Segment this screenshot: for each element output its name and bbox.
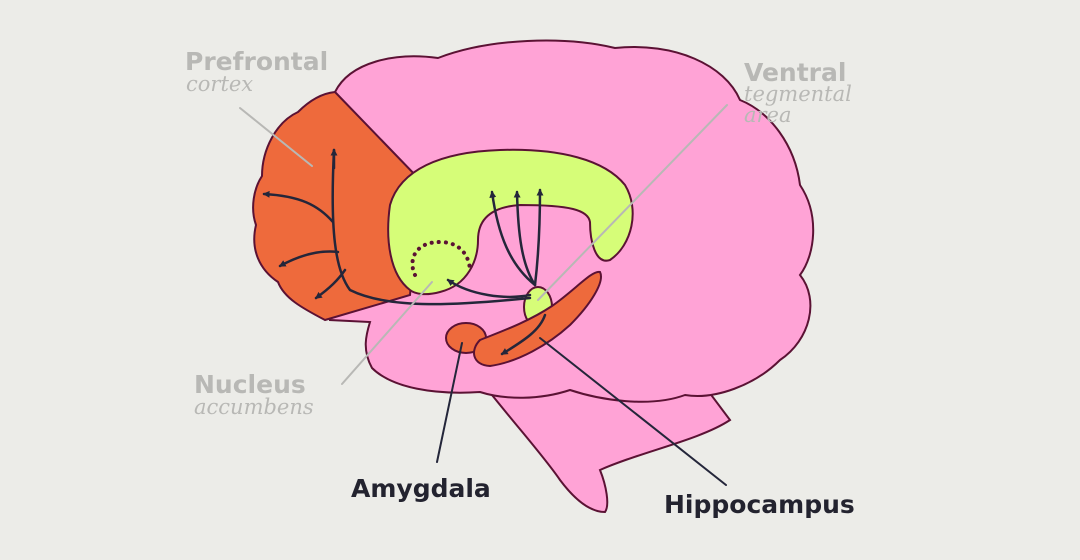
label-vta-sub1: tegmental	[744, 82, 852, 106]
label-nucleus-sub: accumbens	[194, 395, 314, 419]
pathway-trunk	[331, 148, 532, 306]
pathway-arrow-upper-2	[513, 190, 537, 287]
pathway-branch-lower-left	[314, 268, 347, 300]
label-hippocampus: Hippocampus	[664, 490, 855, 519]
limbic-arc-region	[387, 148, 634, 296]
pathway-arrow-hippocampus	[500, 313, 547, 356]
label-amygdala: Amygdala	[351, 474, 491, 503]
pathway-branch-upper-left	[262, 190, 335, 224]
nucleus-accumbens-outline	[410, 239, 472, 277]
dopamine-pathways	[262, 148, 547, 356]
leader-line-vta	[537, 104, 728, 301]
leader-line-prefrontal	[239, 107, 313, 167]
leader-line-hippocampus	[539, 337, 727, 486]
pathway-branch-mid-left	[278, 250, 340, 268]
pathway-arrow-upper-3	[533, 188, 544, 287]
label-vta: Ventral	[744, 58, 847, 87]
prefrontal-cortex-region	[252, 90, 422, 322]
label-prefrontal-sub: cortex	[186, 72, 254, 96]
brain-stem	[490, 378, 732, 514]
pathway-arrow-nucleus	[446, 278, 532, 299]
label-prefrontal: Prefrontal	[185, 47, 329, 76]
label-vta-sub2: area	[744, 103, 792, 127]
brain-outline	[328, 39, 815, 403]
leader-line-amygdala	[436, 342, 463, 463]
leader-lines	[239, 104, 728, 486]
hippocampus-region	[473, 270, 602, 368]
pathway-arrow-upper-1	[489, 190, 537, 287]
label-nucleus: Nucleus	[194, 370, 306, 399]
leader-line-nucleus	[341, 281, 433, 385]
